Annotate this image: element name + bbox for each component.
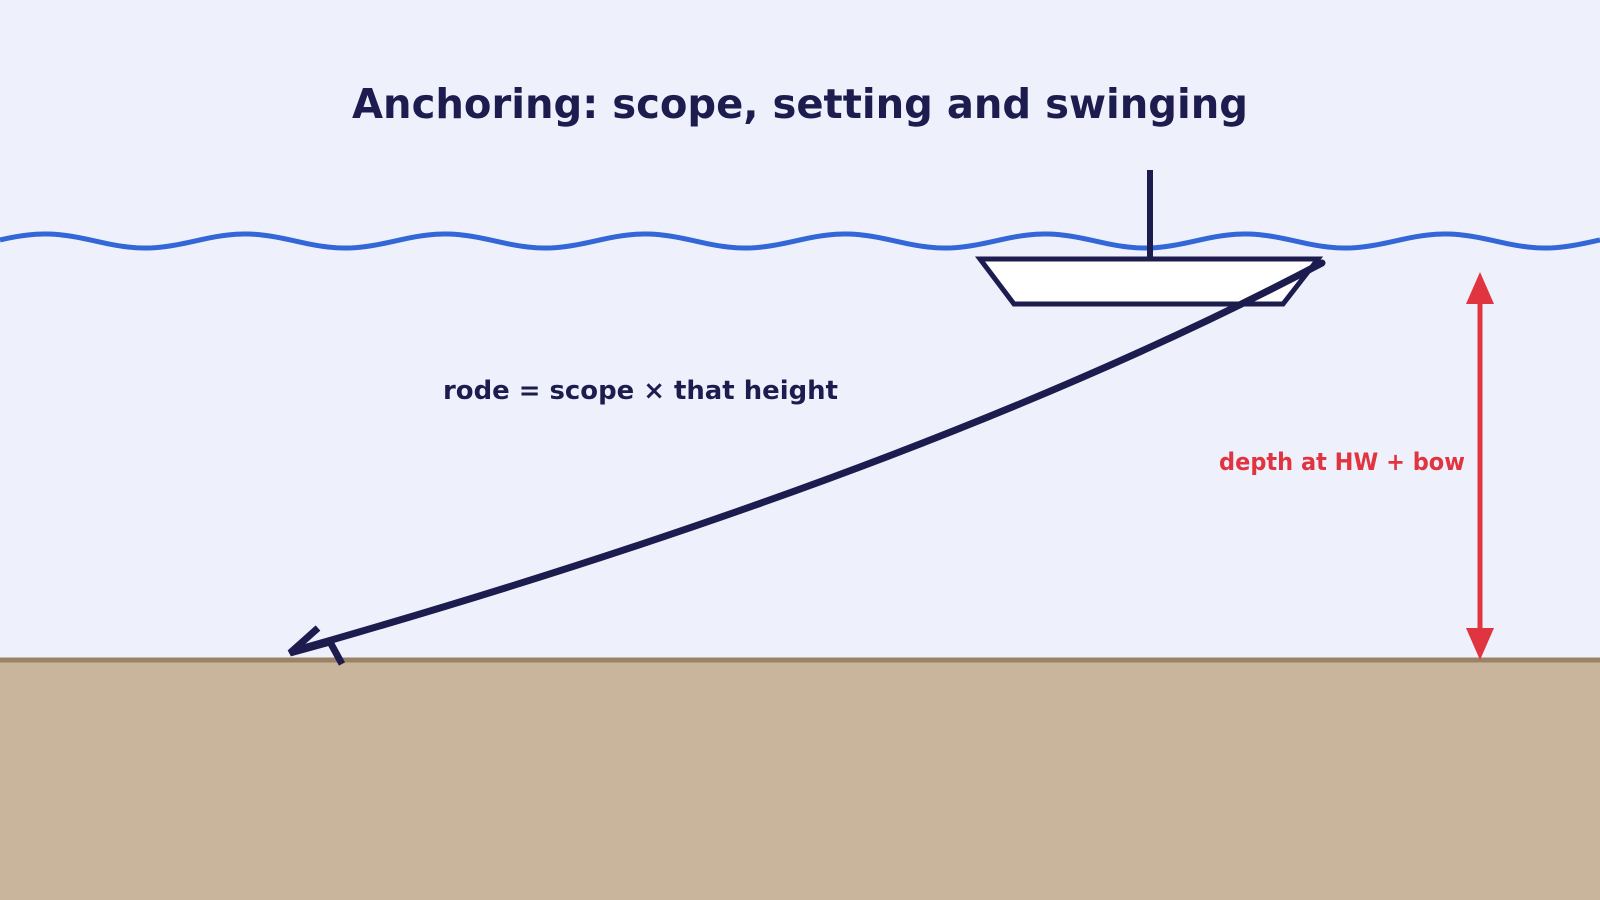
depth-label: depth at HW + bow (1219, 448, 1465, 476)
seabed (0, 660, 1600, 900)
rode-label: rode = scope × that height (443, 376, 838, 406)
depth-arrow-head-bottom (1466, 628, 1494, 660)
diagram-title: Anchoring: scope, setting and swinging (352, 80, 1248, 128)
depth-arrow-head-top (1466, 272, 1494, 304)
water-surface (0, 231, 1600, 251)
anchor-icon (287, 625, 346, 666)
boat-icon (974, 170, 1324, 307)
anchor-flukes (287, 625, 346, 666)
anchor-rode (296, 259, 1326, 653)
boat-hull (974, 256, 1324, 307)
depth-arrow (1466, 272, 1494, 660)
